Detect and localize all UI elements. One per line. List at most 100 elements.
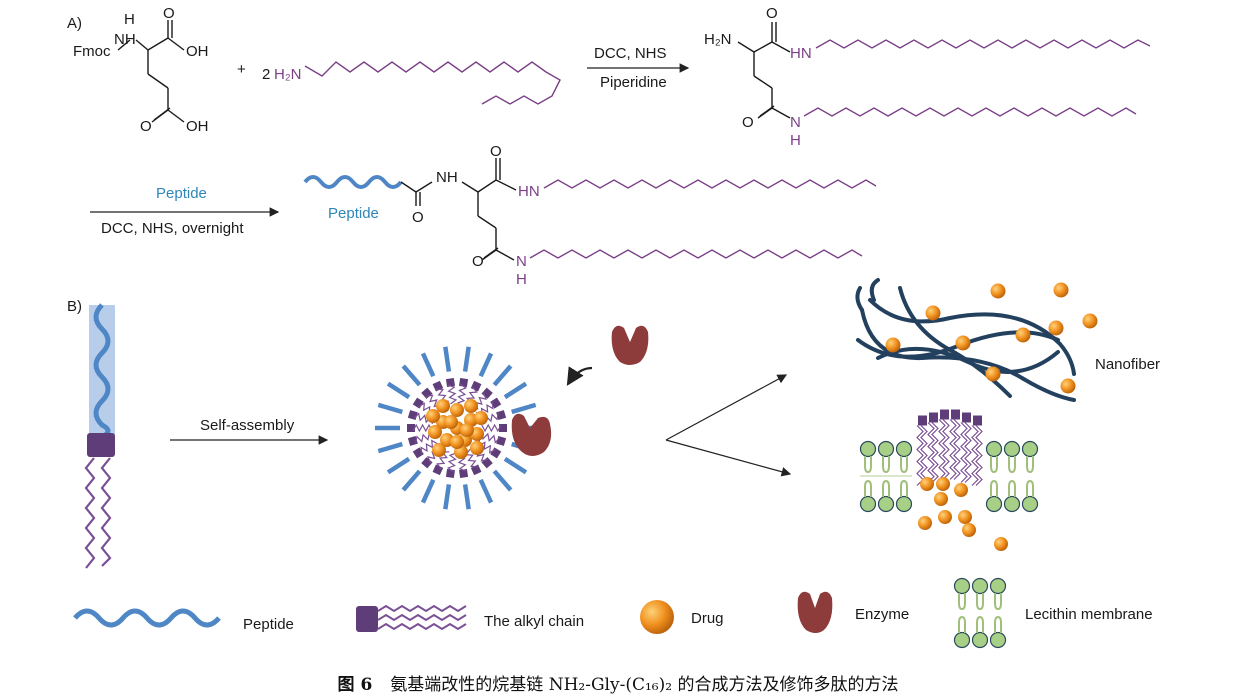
lipid-head [971, 631, 989, 649]
membrane-linker [929, 412, 938, 423]
lipid-tail [994, 593, 1002, 611]
legend-peptide-label: Peptide [243, 616, 294, 633]
released-drug [934, 492, 948, 506]
micelle-linker [407, 424, 415, 432]
coefficient: 2 [262, 66, 270, 83]
legend-drug-label: Drug [691, 610, 724, 627]
micelle-peptide-arm [511, 402, 537, 415]
nanofiber-label: Nanofiber [1095, 356, 1160, 373]
enzyme-approach-arrow [566, 366, 593, 386]
arrow-to-nanofiber [665, 374, 788, 441]
micelle-peptide-arm [401, 469, 422, 492]
micelle-alkyl-chain [420, 439, 439, 455]
h-text: H [124, 11, 135, 28]
micelle-linker [412, 397, 424, 409]
micelle-drug [432, 443, 446, 457]
o-text-1: O [163, 5, 175, 22]
lipid-head [1021, 440, 1039, 458]
lecithin-membrane-scene [859, 409, 1039, 551]
h-text-2: H [790, 132, 801, 149]
lipid-tail [1008, 479, 1016, 497]
released-drug [938, 510, 952, 524]
micelle-peptide-arm [386, 456, 411, 475]
lipid-head [989, 577, 1007, 595]
enzyme-free [611, 325, 649, 365]
micelle-peptide-arm [401, 364, 422, 387]
released-drug [954, 483, 968, 497]
amine-h2n: H₂N [274, 66, 302, 83]
amphiphile-molecule [84, 303, 115, 569]
legend-alkyl-label: The alkyl chain [484, 613, 584, 630]
membrane-linker [951, 409, 960, 420]
lipid-head [953, 631, 971, 649]
micelle-peptide-arm [420, 352, 436, 378]
micelle-peptide-arm [478, 478, 494, 504]
released-drug [958, 510, 972, 524]
lipid-tail [990, 456, 998, 474]
micelle-alkyl-chain [447, 384, 458, 405]
micelle-alkyl-chain [481, 431, 501, 444]
micelle-peptide-arm [492, 469, 513, 492]
micelle-peptide-arm [462, 484, 471, 510]
self-assembly-label: Self-assembly [200, 417, 295, 434]
fmoc-text: Fmoc [73, 43, 111, 60]
membrane-alkyl-chain [964, 422, 972, 483]
h-text-3: H [516, 271, 527, 288]
lipid-head [859, 440, 877, 458]
micelle-drug [470, 441, 484, 455]
micelle-linker [499, 424, 507, 432]
membrane-alkyl-chain [938, 419, 946, 480]
released-drug [994, 537, 1008, 551]
membrane-linker [918, 415, 927, 426]
micelle-peptide-arm [478, 352, 494, 378]
membrane-alkyl-chain [971, 425, 979, 486]
peptide-wave-product [303, 175, 403, 189]
reagent-dcc-nhs: DCC, NHS [594, 45, 667, 62]
micelle-peptide-arm [443, 346, 452, 372]
hn-text-1: HN [790, 45, 812, 62]
nanofiber-drug [885, 337, 901, 353]
released-drug [918, 516, 932, 530]
micelle-linker [496, 410, 507, 421]
reagent-piperidine: Piperidine [600, 74, 667, 91]
lipid-tail [900, 456, 908, 474]
micelle-linker [432, 380, 444, 392]
reagent-dcc-nhs-overnight: DCC, NHS, overnight [101, 220, 244, 237]
hexadecylamine-chain [304, 61, 561, 105]
micelle-peptide-arm [377, 402, 403, 415]
lipid-tail [976, 593, 984, 611]
nanofiber-drug [990, 283, 1006, 299]
micelle-alkyl-chain [446, 452, 457, 473]
lipid-head [985, 440, 1003, 458]
legend-drug-icon [640, 600, 674, 634]
released-drug [962, 523, 976, 537]
lipid-tail [1026, 479, 1034, 497]
legend-alkyl-icon [356, 604, 467, 632]
micelle-peptide-arm [420, 478, 436, 504]
membrane-alkyl-chain [927, 422, 935, 483]
linker-block [87, 433, 115, 457]
caption-label: 图 6 [337, 675, 373, 695]
lipid-tail [864, 479, 872, 497]
lipid-head [953, 577, 971, 595]
membrane-linker [940, 409, 949, 420]
peptide-amide-product [400, 158, 517, 261]
legend-lecithin-icon [953, 577, 1007, 649]
lipid-head [985, 495, 1003, 513]
lipid-head [1003, 495, 1021, 513]
o-text-3: O [766, 5, 778, 22]
n-text-1: N [790, 114, 801, 131]
membrane-alkyl-chain [920, 425, 928, 486]
nanofiber-drug [1015, 327, 1031, 343]
micelle-peptide-arm [503, 381, 528, 400]
membrane-alkyl-chain [960, 422, 968, 483]
micelle-linker [412, 447, 424, 459]
nanofiber-drug [1048, 320, 1064, 336]
plus-sign: + [237, 61, 246, 78]
oh-text-2: OH [186, 118, 209, 135]
micelle-drug [460, 423, 474, 437]
nanofiber-drug [1060, 378, 1076, 394]
nanofiber-drug [1053, 282, 1069, 298]
peptide-label-product: Peptide [328, 205, 379, 222]
